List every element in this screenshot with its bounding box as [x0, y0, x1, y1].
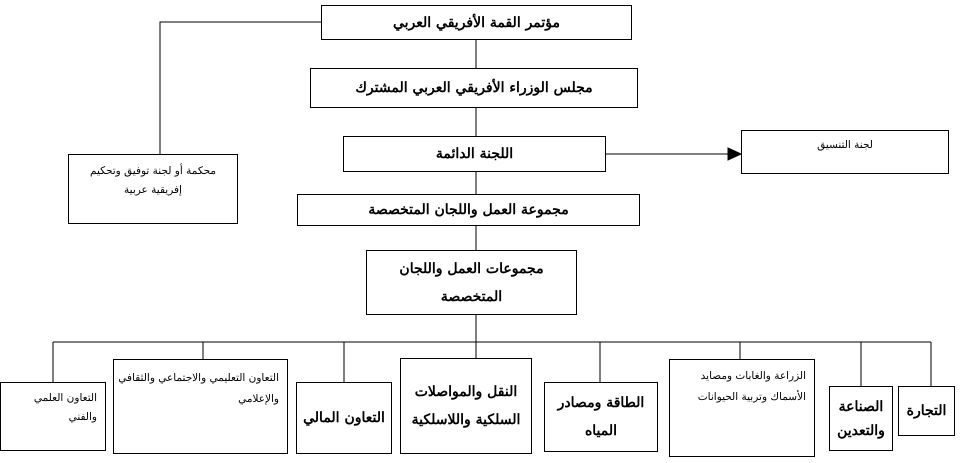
- connector-summit-court: [159, 21, 321, 154]
- arrowhead: [727, 147, 743, 161]
- committee-agriculture: الزراعة والغابات ومصايد الأسماك وتربية ا…: [669, 359, 815, 457]
- committee-trade: التجارة: [898, 386, 955, 436]
- committee-financial: التعاون المالي: [296, 382, 392, 454]
- committee-industry-mining: الصناعة والتعدين: [829, 386, 893, 451]
- node-working-groups: مجموعات العمل واللجان المتخصصة: [366, 250, 577, 315]
- node-summit: مؤتمر القمة الأفريقي العربي: [321, 5, 632, 40]
- committee-scientific-technical: التعاون العلمي والفني: [0, 382, 106, 451]
- node-standing-committee: اللجنة الدائمة: [343, 136, 606, 172]
- committee-energy-water: الطاقة ومصادر المياه: [544, 382, 658, 452]
- node-ministers: مجلس الوزراء الأفريقي العربي المشترك: [310, 68, 638, 108]
- committee-educational-social: التعاون التعليمي والاجتماعي والثقافي وال…: [113, 359, 288, 454]
- node-court: محكمة أو لجنة توفيق وتحكيم إفريقية عربية: [68, 154, 238, 224]
- committee-transport-telecom: النقل والمواصلات السلكية واللاسلكية: [400, 358, 532, 454]
- node-coordination-committee: لجنة التنسيق: [741, 130, 949, 174]
- node-working-group: مجموعة العمل واللجان المتخصصة: [297, 194, 640, 226]
